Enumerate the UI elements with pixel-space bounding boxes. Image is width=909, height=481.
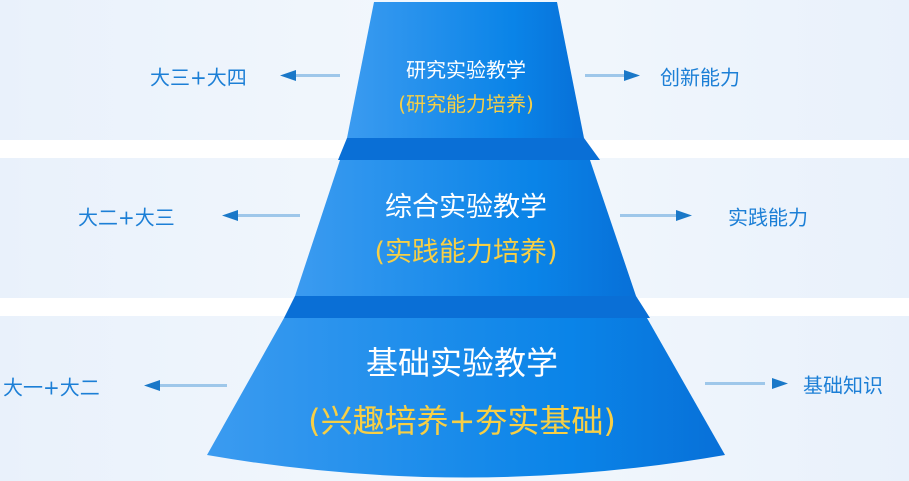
tier-middle-subtitle: (实践能力培养) bbox=[374, 237, 558, 268]
tier-top-title: 研究实验教学 bbox=[406, 58, 526, 82]
tier-middle bbox=[295, 160, 636, 296]
right-label-bottom: 基础知识 bbox=[803, 373, 883, 398]
tier-top bbox=[347, 2, 584, 138]
tier-bottom-title: 基础实验教学 bbox=[365, 344, 559, 382]
tier-middle-title: 综合实验教学 bbox=[385, 192, 547, 223]
left-label-top: 大三+大四 bbox=[150, 65, 247, 90]
tier-top-subtitle: (研究能力培养) bbox=[398, 92, 534, 116]
tier-bottom bbox=[207, 318, 725, 478]
connector-middle bbox=[284, 296, 650, 318]
right-label-middle: 实践能力 bbox=[728, 205, 808, 230]
left-label-middle: 大二+大三 bbox=[78, 205, 175, 230]
right-label-top: 创新能力 bbox=[660, 65, 740, 90]
left-label-bottom: 大一+大二 bbox=[3, 375, 100, 400]
connector-top bbox=[338, 138, 600, 160]
arrows bbox=[144, 70, 788, 391]
tier-bottom-subtitle: (兴趣培养+夯实基础) bbox=[308, 402, 616, 440]
